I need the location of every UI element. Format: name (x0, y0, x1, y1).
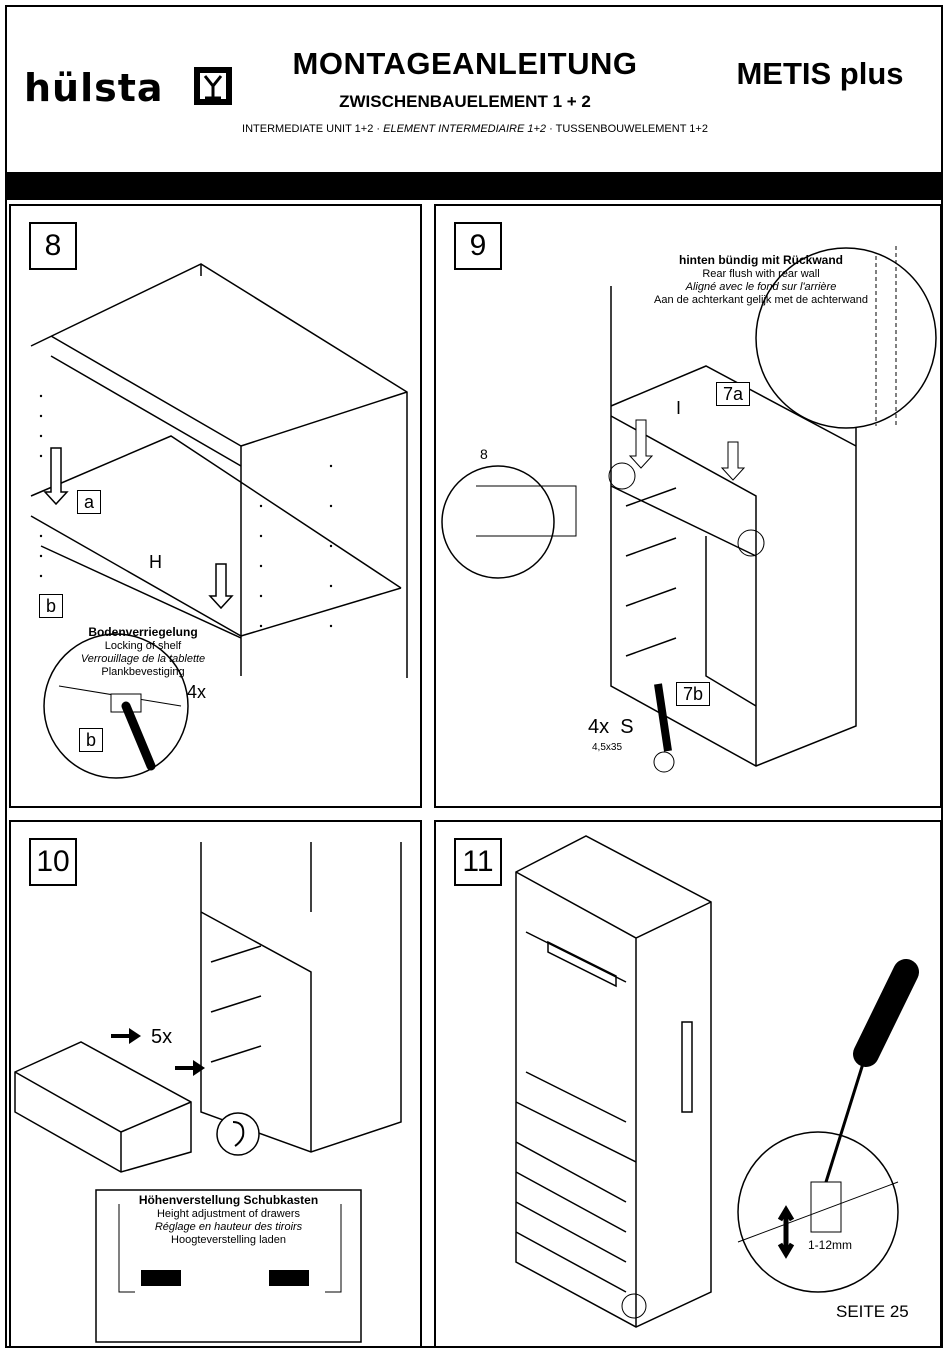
product-name: METIS plus (736, 56, 904, 91)
drawer-height-callout: Höhenverstellung Schubkasten Height adju… (138, 1193, 319, 1247)
brand-logo-text: hülsta (24, 66, 164, 110)
label-a: a (77, 490, 102, 514)
step-11-panel: 11 1-12mm (434, 820, 942, 1348)
translation-fr: ELEMENT INTERMEDIAIRE 1+2 (383, 123, 547, 135)
shelf-locking-callout: Bodenverriegelung Locking of shelf Verro… (80, 625, 206, 679)
ref-7b: 7b (676, 682, 711, 706)
label-b-detail: b (79, 728, 104, 752)
step-10-panel: 10 5x Höhenverstellung Schubkasten Heigh… (9, 820, 422, 1348)
translation-en: INTERMEDIATE UNIT 1+2 (242, 123, 374, 135)
cabinet-rails-illustration (441, 246, 937, 773)
step-9-panel: 9 hinten bündig mit Rückwand Rear flush … (434, 204, 942, 808)
drawer-quantity: 5x (151, 1026, 173, 1048)
title-translations: INTERMEDIATE UNIT 1+2 · ELEMENT INTERMED… (242, 123, 708, 135)
step-number: 11 (454, 838, 502, 886)
ref-7a: 7a (716, 382, 751, 406)
step-number: 9 (454, 222, 502, 270)
screw-quantity: 4x S (588, 716, 634, 738)
dimension-8: 8 (480, 446, 488, 462)
rear-flush-callout: hinten bündig mit Rückwand Rear flush wi… (653, 253, 869, 307)
brand-logo-icon (194, 67, 232, 105)
header-divider-band (5, 172, 943, 200)
door-adjustment-illustration (515, 835, 919, 1328)
label-h: H (149, 552, 162, 572)
step-number: 8 (29, 222, 77, 270)
page-subtitle: ZWISCHENBAUELEMENT 1 + 2 (339, 92, 591, 111)
quantity-label: 4x (187, 682, 207, 702)
mark-i: I (676, 398, 682, 418)
step-number: 10 (29, 838, 77, 886)
step-8-panel: 8 a b H Bodenverriegelung (9, 204, 422, 808)
adjustment-range: 1-12mm (808, 1238, 853, 1252)
label-b: b (39, 594, 64, 618)
page-number: SEITE 25 (836, 1302, 909, 1321)
drawer-insert-illustration (14, 842, 402, 1343)
screw-size: 4,5x35 (592, 742, 623, 753)
cabinet-shelf-illustration (30, 263, 408, 779)
translation-nl: TUSSENBOUWELEMENT 1+2 (555, 123, 708, 135)
page-title: MONTAGEANLEITUNG (292, 46, 638, 81)
